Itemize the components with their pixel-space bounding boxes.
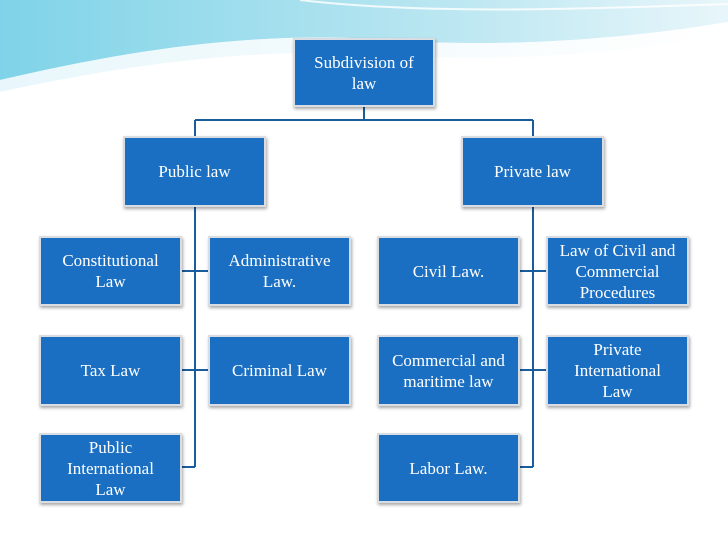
- node-label: Civil Law.: [412, 261, 485, 281]
- node-label: Law of Civil and Commercial Procedures: [559, 240, 676, 302]
- node-label: Tax Law: [80, 361, 141, 380]
- node-label: Commercial and maritime law: [392, 350, 505, 391]
- node-private-international-law: Private International Law: [546, 335, 689, 406]
- node-label: Public International Law: [67, 437, 154, 499]
- node-label: Labor Law.: [409, 458, 488, 478]
- node-subdivision-of-law: Subdivision of law: [293, 38, 435, 107]
- node-public-international-law: Public International Law: [39, 433, 182, 503]
- node-constitutional-law: Constitutional Law: [39, 236, 182, 306]
- node-tax-law: Tax Law: [39, 335, 182, 406]
- node-label: Constitutional Law: [62, 251, 159, 291]
- node-criminal-law: Criminal Law: [208, 335, 351, 406]
- node-label: Subdivision of law: [314, 52, 414, 93]
- node-administrative-law: Administrative Law.: [208, 236, 351, 306]
- node-label: Criminal Law: [232, 361, 327, 380]
- node-civil-commercial-procedures: Law of Civil and Commercial Procedures: [546, 236, 689, 306]
- node-label: Public law: [158, 162, 231, 181]
- node-private-law: Private law: [461, 136, 604, 207]
- node-public-law: Public law: [123, 136, 266, 207]
- node-civil-law: Civil Law.: [377, 236, 520, 306]
- node-label: Administrative Law.: [228, 251, 331, 291]
- node-commercial-maritime-law: Commercial and maritime law: [377, 335, 520, 406]
- node-label: Private law: [494, 162, 571, 181]
- node-labor-law: Labor Law.: [377, 433, 520, 503]
- node-label: Private International Law: [574, 340, 661, 401]
